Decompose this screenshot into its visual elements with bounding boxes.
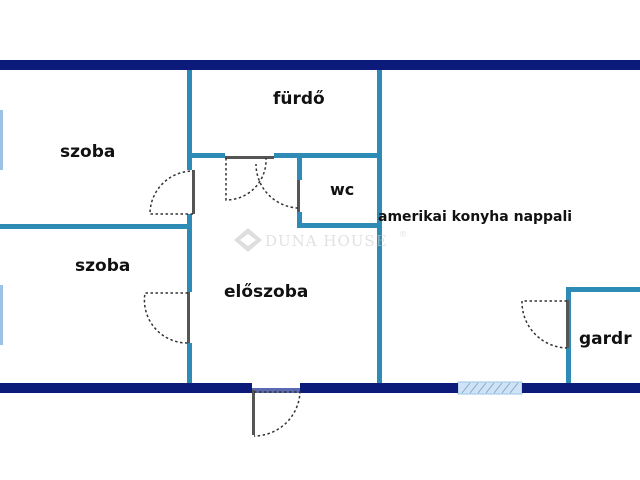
door-leaf-bath-1 bbox=[225, 156, 251, 159]
wall-bedrooms-right-1 bbox=[187, 70, 192, 170]
room-label-szoba-top: szoba bbox=[60, 142, 115, 162]
door-swing-bedroom-top bbox=[149, 170, 194, 215]
room-label-kitchen-living: amerikai konyha nappali bbox=[378, 209, 572, 225]
door-leaf-bedroom-top bbox=[192, 170, 195, 214]
door-leaf-entrance bbox=[252, 390, 255, 435]
entrance-frame bbox=[252, 388, 300, 393]
left-window-bottom bbox=[0, 285, 3, 345]
outer-wall-bottom-mid bbox=[300, 383, 458, 393]
door-leaf-bath-2 bbox=[251, 156, 274, 159]
wall-wardrobe-top bbox=[566, 287, 640, 292]
wall-bedrooms-right-3 bbox=[187, 343, 192, 383]
door-swing-bath-right bbox=[255, 163, 299, 209]
room-labels: szoba szoba fürdő wc előszoba amerikai k… bbox=[60, 89, 632, 349]
wall-wc-bottom bbox=[297, 223, 382, 228]
room-label-wc: wc bbox=[330, 180, 354, 199]
wall-bedroom-divider bbox=[0, 224, 192, 229]
outer-walls bbox=[0, 60, 640, 393]
room-label-eloszoba: előszoba bbox=[224, 282, 308, 302]
inner-walls bbox=[0, 70, 640, 383]
door-leaf-bedroom-bottom bbox=[187, 292, 190, 343]
door-swing-wardrobe bbox=[521, 300, 568, 349]
watermark: DUNA HOUSE ® bbox=[234, 228, 408, 252]
wall-bath-bottom-1 bbox=[192, 153, 225, 158]
left-window-top bbox=[0, 110, 3, 170]
door-leaves bbox=[187, 156, 569, 435]
wall-wc-left bbox=[297, 158, 302, 180]
door-leaf-wardrobe bbox=[566, 300, 569, 348]
wall-wc-left-low bbox=[297, 212, 302, 228]
wall-bath-bottom-2 bbox=[274, 153, 382, 158]
door-swing-bedroom-bottom bbox=[143, 292, 189, 344]
outer-wall-bottom-left bbox=[0, 383, 252, 393]
duna-house-logo bbox=[234, 228, 262, 252]
room-label-szoba-bottom: szoba bbox=[75, 256, 130, 276]
room-label-wardrobe: gardr bbox=[579, 329, 632, 349]
watermark-text: DUNA HOUSE bbox=[265, 232, 388, 250]
outer-wall-bottom-right bbox=[522, 383, 640, 393]
door-swing-entrance bbox=[253, 391, 301, 437]
door-leaf-wc bbox=[297, 180, 300, 212]
room-label-furdo: fürdő bbox=[273, 89, 325, 109]
wall-bedrooms-right-2 bbox=[187, 214, 192, 292]
watermark-registered: ® bbox=[399, 230, 408, 239]
door-swing-bath-left bbox=[225, 157, 267, 201]
door-swings bbox=[143, 157, 568, 437]
outer-wall-top bbox=[0, 60, 640, 70]
